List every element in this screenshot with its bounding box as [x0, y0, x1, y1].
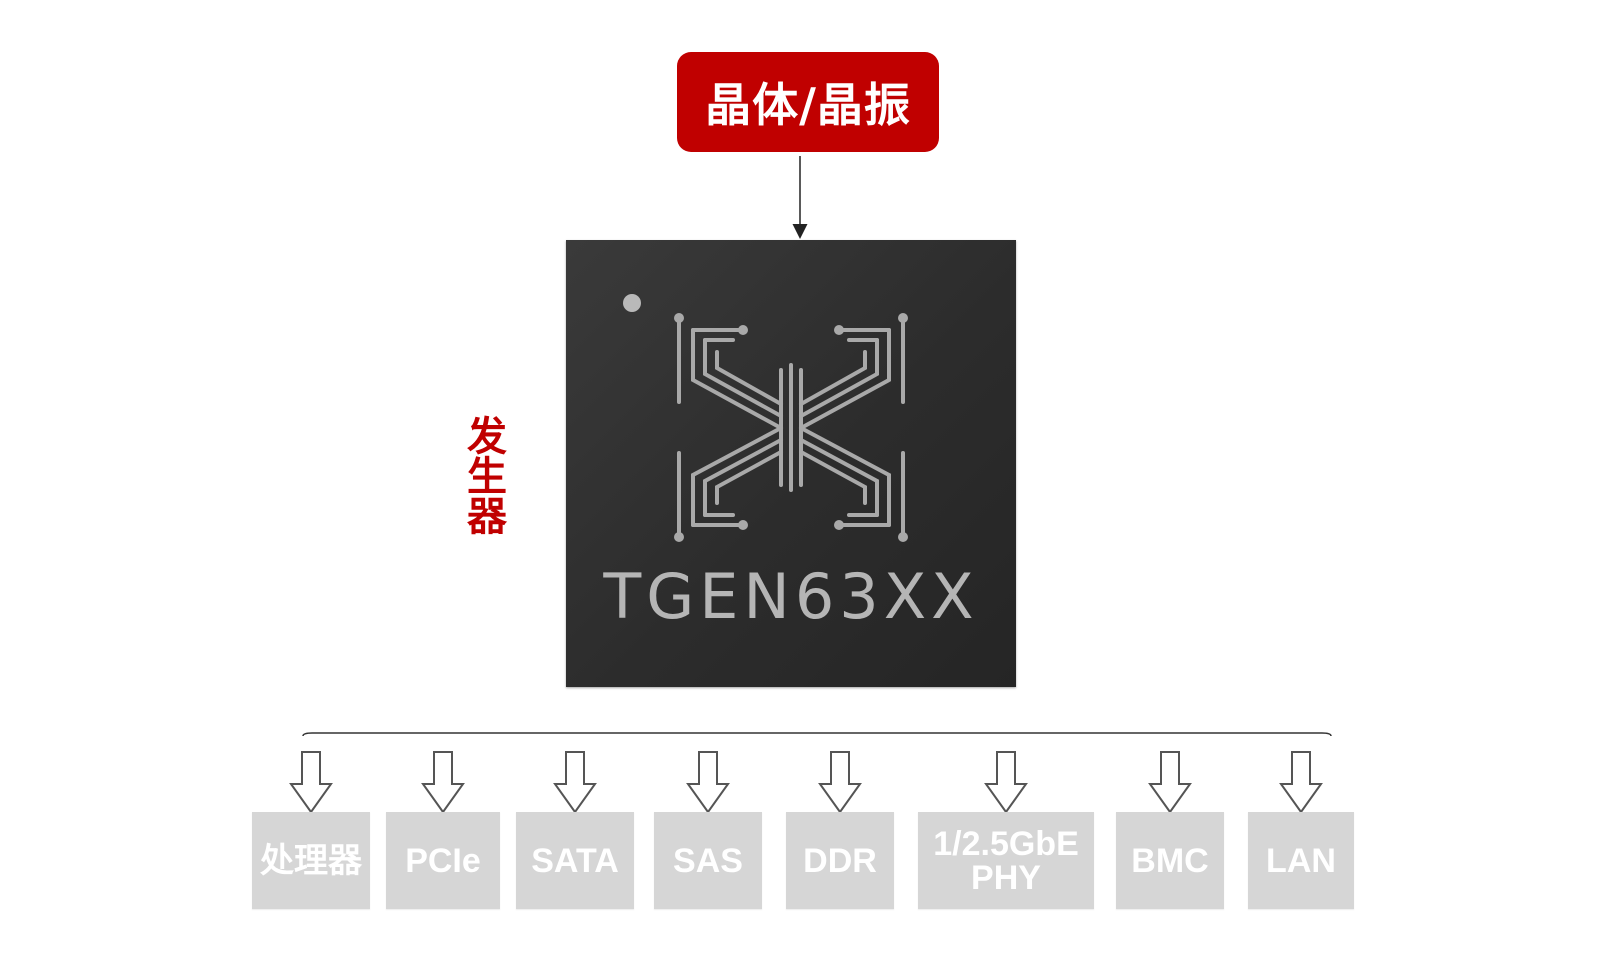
- down-arrow-icon: [1279, 751, 1323, 814]
- output-label: SATA: [531, 841, 619, 880]
- crystal-oscillator-label: 晶体/晶振: [677, 52, 939, 152]
- output-box: BMC: [1116, 812, 1224, 909]
- output-box: 处理器: [252, 812, 370, 909]
- x-circuit-logo-icon: [674, 313, 908, 542]
- generator-label: 发生器: [460, 415, 506, 535]
- clock-generator-chip: TGEN63XX: [566, 240, 1016, 687]
- chip-part-number: TGEN63XX: [603, 560, 979, 633]
- distribution-brace: [302, 732, 1332, 737]
- output-label: PCIe: [405, 841, 481, 880]
- down-arrow-icon: [686, 751, 730, 814]
- down-arrow-icon: [421, 751, 465, 814]
- output-box: 1/2.5GbE PHY: [918, 812, 1094, 909]
- output-label: BMC: [1131, 841, 1209, 880]
- output-box: SATA: [516, 812, 634, 909]
- output-box: PCIe: [386, 812, 500, 909]
- output-label: SAS: [673, 841, 743, 880]
- output-box: SAS: [654, 812, 762, 909]
- output-box: DDR: [786, 812, 894, 909]
- output-label: DDR: [803, 841, 877, 880]
- down-arrow-icon: [1148, 751, 1192, 814]
- down-arrow-icon: [984, 751, 1028, 814]
- output-label: LAN: [1266, 841, 1336, 880]
- output-box: LAN: [1248, 812, 1354, 909]
- output-label: 处理器: [260, 841, 362, 880]
- down-arrow-icon: [818, 751, 862, 814]
- down-arrow-icon: [553, 751, 597, 814]
- output-label: 1/2.5GbE PHY: [933, 824, 1079, 897]
- down-arrow-icon: [289, 751, 333, 814]
- pin1-marker: [623, 294, 641, 312]
